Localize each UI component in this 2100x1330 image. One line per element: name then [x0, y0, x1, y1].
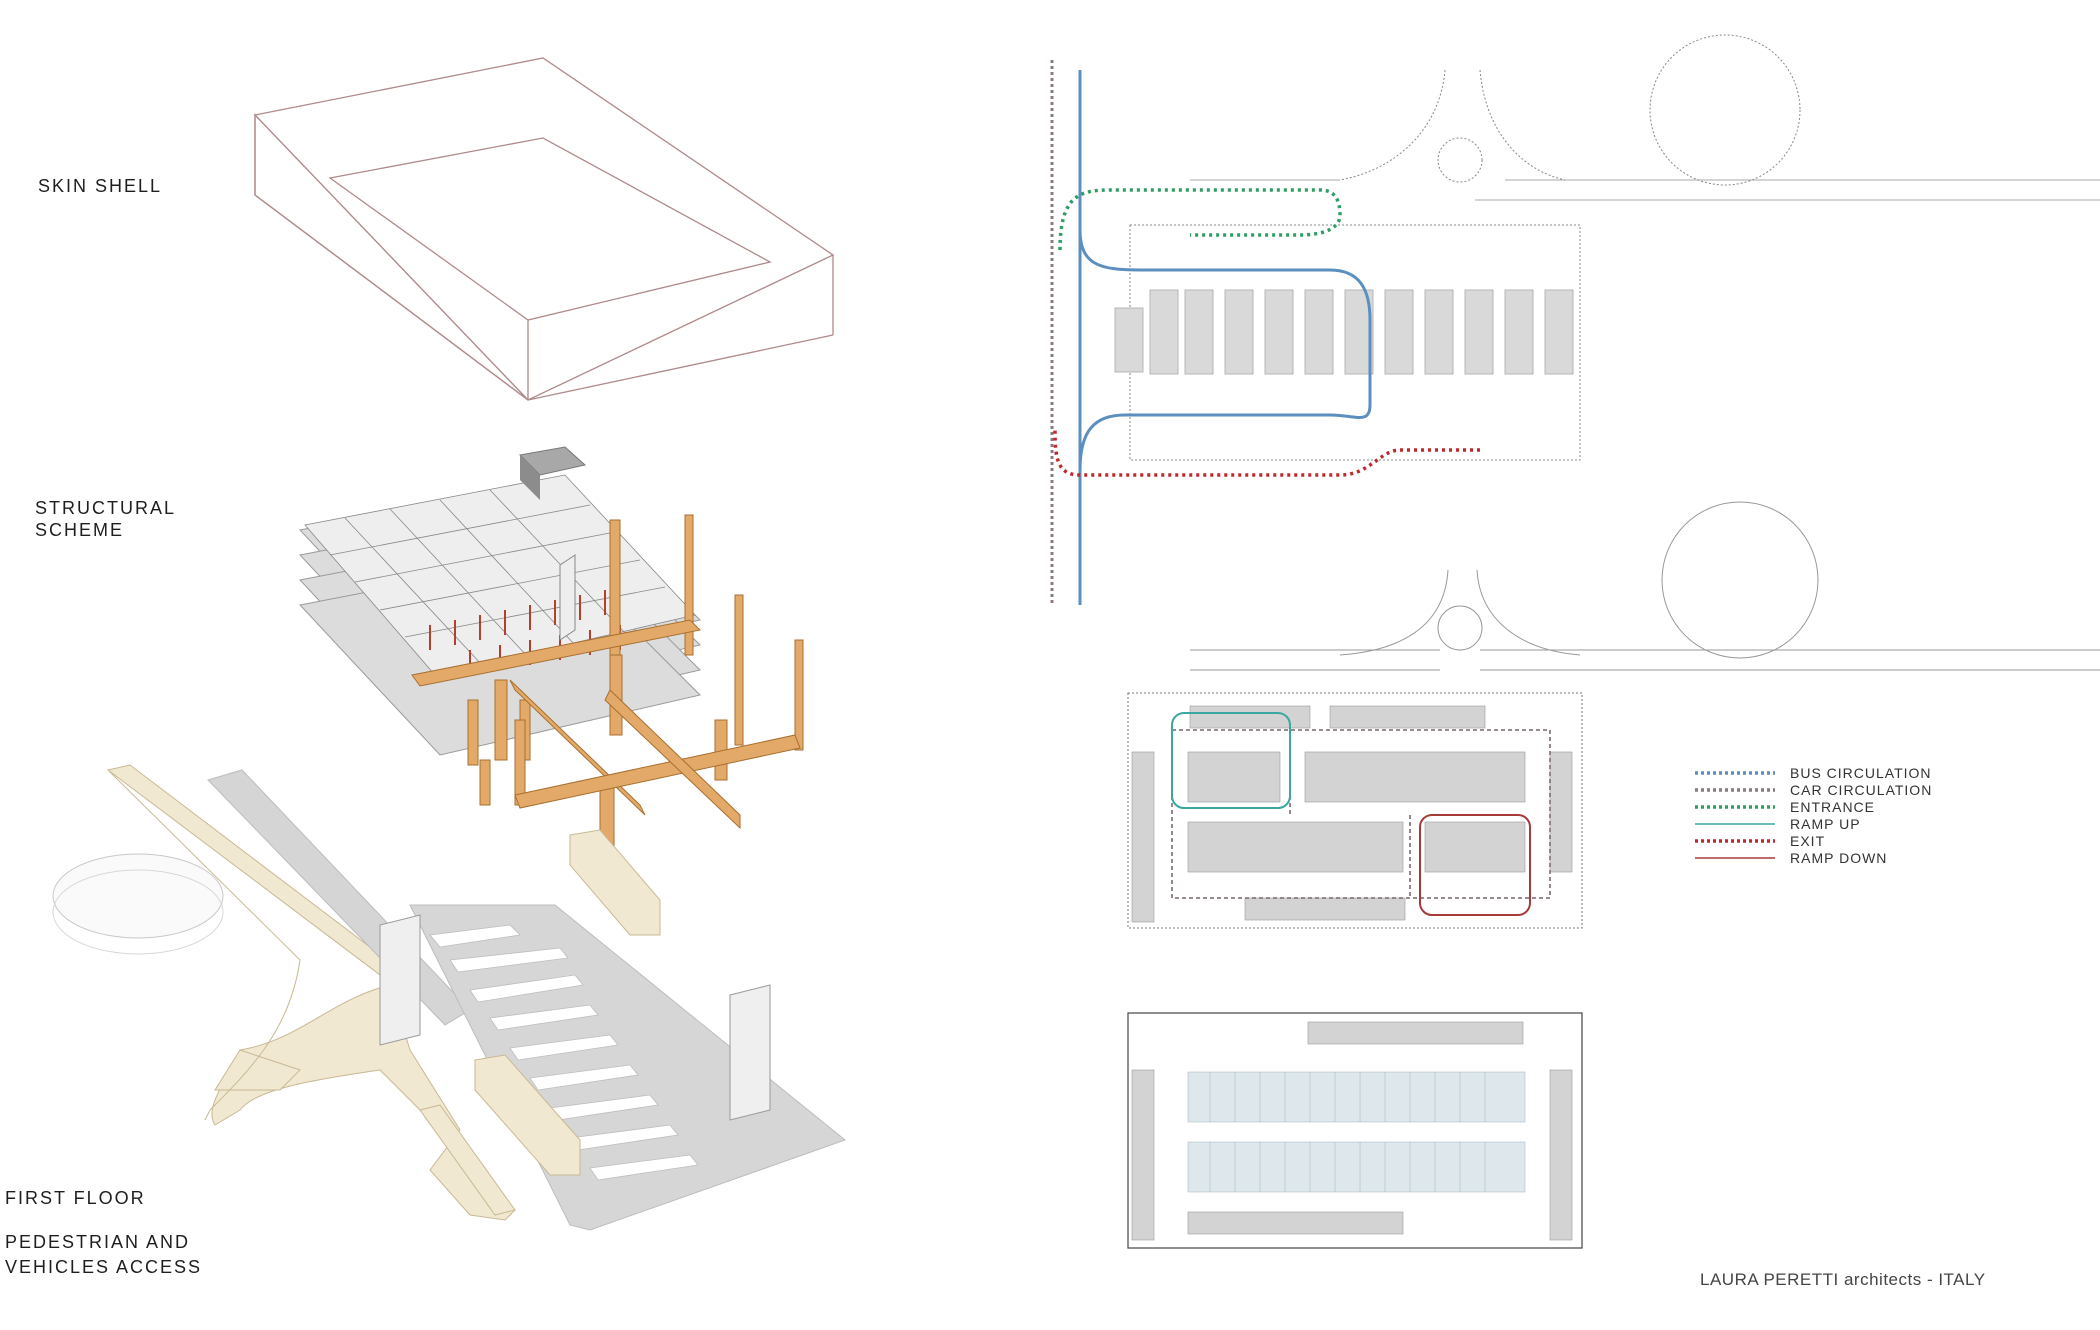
ramp-down-loop [1419, 814, 1531, 916]
label-access: PEDESTRIAN AND VEHICLES ACCESS [5, 1230, 202, 1280]
label-access-line2: VEHICLES ACCESS [5, 1257, 203, 1277]
structural-scheme [299, 446, 804, 881]
bus-bays [429, 924, 699, 1181]
legend-label: CAR CIRCULATION [1790, 782, 1932, 798]
plaza-road [106, 764, 516, 1221]
legend-label: ENTRANCE [1790, 799, 1875, 815]
label-access-line1: PEDESTRIAN AND [5, 1232, 191, 1252]
parking-rows [1131, 705, 1573, 923]
site-plan [1050, 34, 2100, 605]
exit-route [1053, 429, 1480, 477]
basement-plan [1127, 1012, 1583, 1249]
ramp-band [207, 769, 471, 1026]
basement-outline [1127, 1012, 1583, 1249]
architect-credit: LAURA PERETTI architects - ITALY [1700, 1270, 1986, 1289]
site-plan-bays [1114, 289, 1574, 375]
first-floor-outline [1127, 692, 1583, 929]
first-floor-isometric [52, 764, 847, 1231]
bus-route [1078, 70, 1372, 605]
label-structural-scheme: STRUCTURAL SCHEME [35, 497, 176, 541]
legend-label: RAMP UP [1790, 816, 1861, 832]
ramp-up-loop [1171, 712, 1291, 809]
skin-shell-box [253, 57, 835, 401]
rotunda [52, 853, 224, 939]
basement-grid [1187, 1071, 1526, 1193]
label-skin-shell: SKIN SHELL [38, 176, 163, 196]
legend-label: EXIT [1790, 833, 1825, 849]
first-floor-plan [1127, 501, 2100, 929]
legend-label: RAMP DOWN [1790, 850, 1887, 866]
label-structural-line2: SCHEME [35, 520, 125, 540]
label-first-floor: FIRST FLOOR [5, 1188, 146, 1208]
legend-label: BUS CIRCULATION [1790, 765, 1932, 781]
entrance-route [1058, 188, 1342, 251]
beige-ramps [474, 829, 661, 1176]
orange-structure [411, 514, 804, 881]
access-towers [379, 914, 771, 1121]
label-structural-line1: STRUCTURAL [35, 498, 177, 518]
